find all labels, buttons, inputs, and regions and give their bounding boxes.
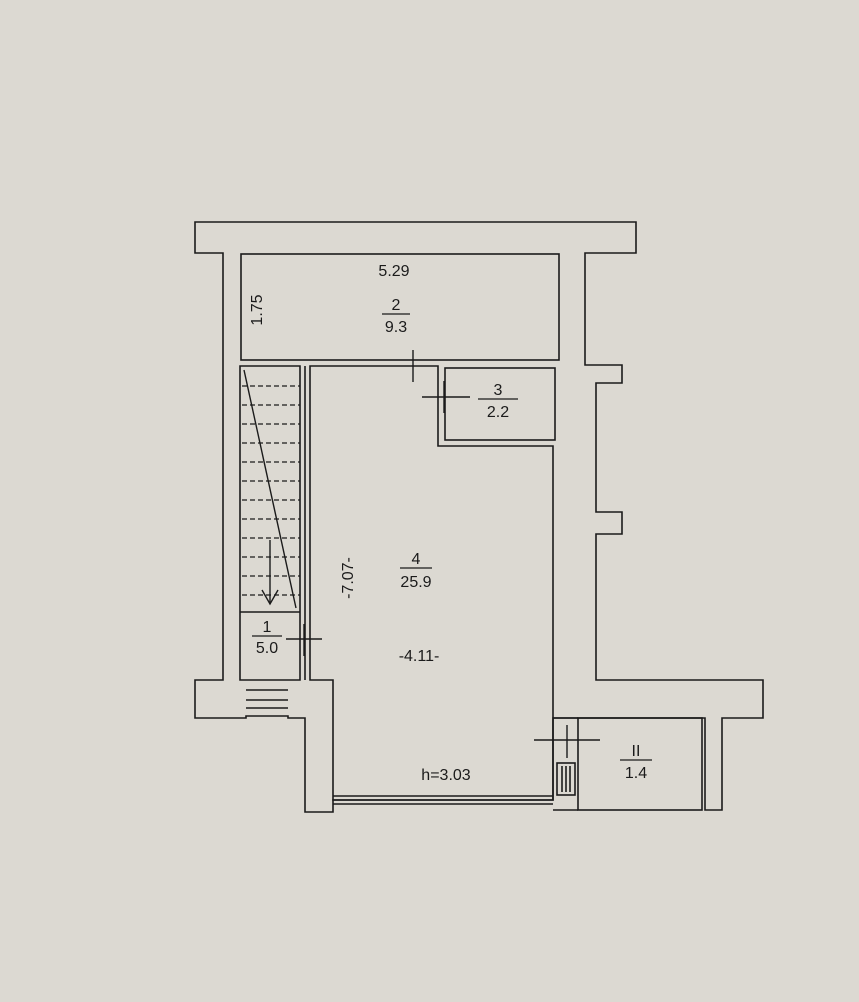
room-2-width-label: 1.75 bbox=[249, 294, 266, 325]
room-4-outline bbox=[309, 365, 554, 801]
room-2-number: 2 bbox=[392, 297, 401, 314]
ceiling-height-label: h=3.03 bbox=[421, 767, 470, 784]
room-4-width-label: -4.11- bbox=[399, 648, 440, 665]
room-4-number: 4 bbox=[412, 551, 421, 568]
room-1-number: 1 bbox=[263, 619, 272, 636]
room-3-outline bbox=[444, 367, 556, 441]
stair-treads bbox=[242, 385, 300, 596]
room-1-area: 5.0 bbox=[256, 640, 278, 657]
room-II-outline bbox=[577, 717, 703, 811]
outer-wall-outline bbox=[194, 221, 764, 813]
room-4-length-label: -7.07- bbox=[340, 557, 357, 599]
room-II-number: II bbox=[632, 743, 641, 760]
room-2-area: 9.3 bbox=[385, 319, 407, 336]
room-2-outline bbox=[240, 253, 560, 361]
room-3-number: 3 bbox=[494, 382, 503, 399]
fraction-bars bbox=[252, 313, 652, 761]
room-II-area: 1.4 bbox=[625, 765, 647, 782]
stair-arrow bbox=[243, 369, 297, 609]
room-2-length-label: 5.29 bbox=[378, 263, 409, 280]
door-markers bbox=[286, 350, 600, 758]
room-4-area: 25.9 bbox=[400, 574, 431, 591]
walls bbox=[194, 221, 764, 813]
room-1-outline bbox=[239, 365, 301, 681]
vent-box bbox=[556, 762, 576, 796]
room-3-area: 2.2 bbox=[487, 404, 509, 421]
